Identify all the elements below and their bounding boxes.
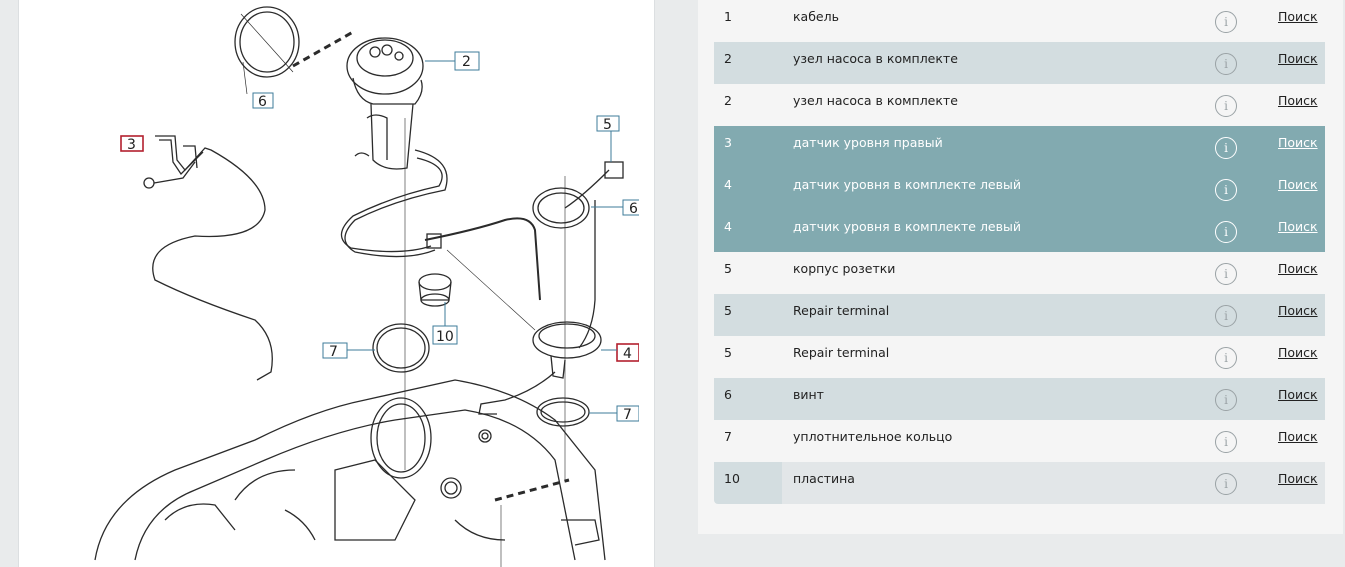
- table-row[interactable]: 6 винт i Поиск: [714, 378, 1325, 420]
- info-icon[interactable]: i: [1215, 263, 1237, 285]
- part-name: узел насоса в комплекте: [793, 51, 958, 66]
- callout-label: 7: [329, 344, 338, 360]
- part-number: 5: [724, 261, 732, 276]
- part-number: 4: [724, 177, 732, 192]
- table-row-selected[interactable]: 4 датчик уровня в комплекте левый i Поис…: [714, 168, 1325, 210]
- part-name: датчик уровня правый: [793, 135, 943, 150]
- search-link[interactable]: Поиск: [1278, 387, 1318, 402]
- part-number: 1: [724, 9, 732, 24]
- part-name: кабель: [793, 9, 839, 24]
- search-link[interactable]: Поиск: [1278, 93, 1318, 108]
- table-row[interactable]: 5 Repair terminal i Поиск: [714, 294, 1325, 336]
- info-icon[interactable]: i: [1215, 473, 1237, 495]
- part-name: уплотнительное кольцо: [793, 429, 953, 444]
- part-name: корпус розетки: [793, 261, 896, 276]
- pump-assembly-part: [346, 37, 424, 95]
- table-row-selected[interactable]: 4 датчик уровня в комплекте левый i Поис…: [714, 210, 1325, 252]
- callout-label: 5: [603, 117, 612, 133]
- part-number: 5: [724, 303, 732, 318]
- part-name: Repair terminal: [793, 345, 890, 360]
- callout-6-top[interactable]: [252, 92, 274, 109]
- part-number: 4: [724, 219, 732, 234]
- part-number: 7: [724, 429, 732, 444]
- table-row[interactable]: 2 узел насоса в комплекте i Поиск: [714, 84, 1325, 126]
- table-row[interactable]: 7 уплотнительное кольцо i Поиск: [714, 420, 1325, 462]
- part-name: винт: [793, 387, 824, 402]
- info-icon[interactable]: i: [1215, 11, 1237, 33]
- table-row[interactable]: 5 корпус розетки i Поиск: [714, 252, 1325, 294]
- callout-label: 4: [623, 346, 632, 362]
- parts-diagram-panel: 6 2 3 5 6 7 10 4 7: [18, 0, 655, 567]
- part-number: 5: [724, 345, 732, 360]
- callout-label: 2: [462, 54, 471, 70]
- parts-table: 1 кабель i Поиск 2 узел насоса в комплек…: [714, 0, 1325, 504]
- callout-label: 10: [436, 329, 454, 345]
- part-name: датчик уровня в комплекте левый: [793, 219, 1021, 234]
- part-number: 3: [724, 135, 732, 150]
- search-link[interactable]: Поиск: [1278, 471, 1318, 486]
- callout-label: 6: [629, 201, 638, 217]
- callout-label: 3: [127, 137, 136, 153]
- info-icon[interactable]: i: [1215, 431, 1237, 453]
- search-link[interactable]: Поиск: [1278, 303, 1318, 318]
- search-link[interactable]: Поиск: [1278, 345, 1318, 360]
- level-sensor-left-part: [532, 321, 602, 359]
- part-name: датчик уровня в комплекте левый: [793, 177, 1021, 192]
- table-row[interactable]: 2 узел насоса в комплекте i Поиск: [714, 42, 1325, 84]
- callout-5[interactable]: [596, 115, 620, 132]
- info-icon[interactable]: i: [1215, 179, 1237, 201]
- info-icon[interactable]: i: [1215, 221, 1237, 243]
- info-icon[interactable]: i: [1215, 137, 1237, 159]
- part-number: 10: [724, 471, 740, 486]
- info-icon[interactable]: i: [1215, 305, 1237, 327]
- part-number: 2: [724, 51, 732, 66]
- level-sensor-right-part: [152, 135, 273, 381]
- info-icon[interactable]: i: [1215, 389, 1237, 411]
- table-row[interactable]: 10 пластина i Поиск: [714, 462, 1325, 504]
- part-name: узел насоса в комплекте: [793, 93, 958, 108]
- fuel-tank-part: [94, 379, 606, 561]
- info-icon[interactable]: i: [1215, 95, 1237, 117]
- table-row[interactable]: 1 кабель i Поиск: [714, 0, 1325, 42]
- parts-list-panel: 1 кабель i Поиск 2 узел насоса в комплек…: [698, 0, 1343, 534]
- search-link[interactable]: Поиск: [1278, 135, 1318, 150]
- exploded-parts-diagram: 6 2 3 5 6 7 10 4 7: [94, 6, 639, 567]
- part-number: 2: [724, 93, 732, 108]
- table-row-selected[interactable]: 3 датчик уровня правый i Поиск: [714, 126, 1325, 168]
- part-name: Repair terminal: [793, 303, 890, 318]
- table-row[interactable]: 5 Repair terminal i Поиск: [714, 336, 1325, 378]
- info-icon[interactable]: i: [1215, 53, 1237, 75]
- callout-3[interactable]: [120, 135, 144, 152]
- search-link[interactable]: Поиск: [1278, 261, 1318, 276]
- seal-ring-part: [234, 6, 300, 78]
- search-link[interactable]: Поиск: [1278, 51, 1318, 66]
- part-name: пластина: [793, 471, 855, 486]
- callout-label: 6: [258, 94, 267, 110]
- part-number: 6: [724, 387, 732, 402]
- search-link[interactable]: Поиск: [1278, 219, 1318, 234]
- search-link[interactable]: Поиск: [1278, 429, 1318, 444]
- search-link[interactable]: Поиск: [1278, 9, 1318, 24]
- callout-label: 7: [623, 407, 632, 423]
- info-icon[interactable]: i: [1215, 347, 1237, 369]
- callout-4[interactable]: [616, 343, 639, 362]
- search-link[interactable]: Поиск: [1278, 177, 1318, 192]
